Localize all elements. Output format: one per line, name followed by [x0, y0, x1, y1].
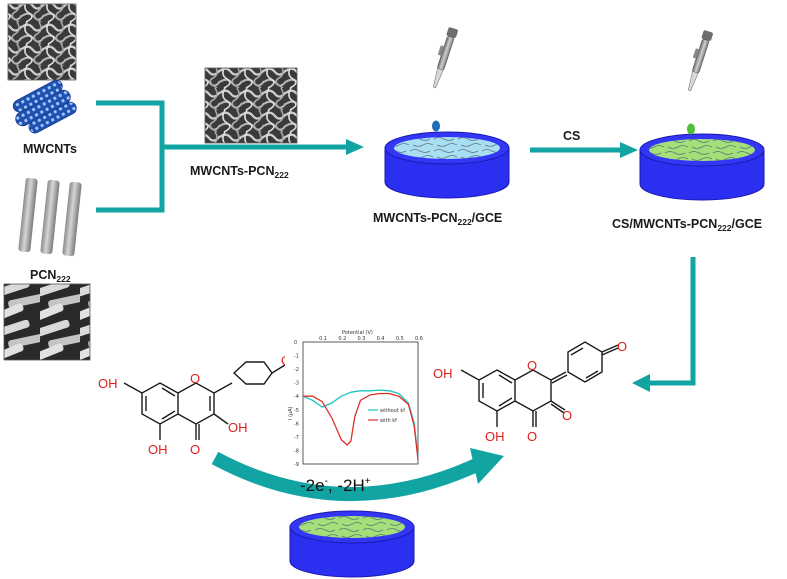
y-ticks: 0 -1 -2 -3 -4 -5 -6 -7 -8 -9 [294, 340, 299, 468]
legend-series-1: without kf [380, 408, 405, 414]
atom-o-keto-2: O [527, 429, 537, 444]
y-tick-label: -1 [294, 354, 299, 360]
sem-image-mwcnts [7, 3, 77, 81]
atom-oh-6: OH [485, 429, 505, 444]
atom-oh-3: OH [228, 420, 248, 435]
reaction-arrow-head [470, 448, 504, 484]
atom-oh-5: OH [433, 366, 453, 381]
y-axis-label: I (μA) [288, 406, 294, 420]
y-tick-label: -5 [294, 408, 299, 414]
series-line-2 [303, 392, 419, 460]
label-cs: CS [563, 129, 580, 143]
y-tick-label: -8 [294, 448, 299, 454]
atom-o-keto-3: O [562, 408, 572, 423]
sem-image-composite [204, 67, 298, 144]
drop-blue [432, 120, 440, 132]
atom-o-ring-2: O [527, 358, 537, 373]
nanotube-icon [12, 79, 77, 134]
x-tick-label: 0.1 [319, 336, 327, 342]
pipette-icon-1 [427, 25, 459, 90]
connector-arrows [96, 100, 696, 386]
series-line-1 [302, 389, 419, 458]
sem-image-pcn [3, 283, 91, 361]
atom-oh-4: OH [148, 442, 168, 457]
x-tick-label: 0.3 [358, 336, 366, 342]
reaction-arrow [211, 451, 487, 501]
pipette-icon-2 [682, 28, 714, 93]
legend: without kf with kf [368, 408, 405, 424]
y-tick-label: 0 [294, 340, 297, 346]
x-ticks: 0.1 0.2 0.3 0.4 0.5 0.6 [319, 336, 423, 342]
x-tick-label: 0.4 [377, 336, 385, 342]
electrode-icon-2 [639, 133, 765, 201]
label-electrode-1: MWCNTs-PCN222/GCE [373, 211, 502, 227]
y-tick-label: -7 [294, 435, 299, 441]
electrode-icon-1 [384, 131, 510, 199]
y-tick-label: -6 [294, 421, 299, 427]
atom-o-ring: O [190, 371, 200, 386]
atom-oh-1: OH [98, 376, 118, 391]
atom-o-quinone: O [617, 339, 627, 354]
nanorod-icon [18, 177, 82, 257]
reaction-label: -2e-, -2H+ [300, 476, 371, 495]
atom-o-keto: O [190, 442, 200, 457]
drop-green [687, 123, 695, 135]
label-pcn: PCN222 [30, 268, 71, 284]
x-tick-label: 0.6 [415, 336, 423, 342]
product-structure [460, 341, 619, 427]
x-axis-label: Potential (V) [342, 330, 373, 336]
plot-frame [302, 341, 419, 465]
series-lines [302, 389, 419, 460]
x-tick-label: 0.2 [338, 336, 346, 342]
x-tick-label: 0.5 [396, 336, 404, 342]
y-tick-label: -2 [294, 367, 299, 373]
electrode-icon-3 [289, 510, 415, 578]
label-composite: MWCNTs-PCN222 [190, 164, 289, 180]
label-mwcnts: MWCNTs [23, 142, 77, 156]
label-electrode-2: CS/MWCNTs-PCN222/GCE [612, 217, 762, 233]
arrow-heads [346, 139, 650, 392]
kaempferol-structure [123, 361, 286, 440]
y-tick-label: -3 [294, 381, 299, 387]
legend-series-2: with kf [380, 418, 397, 424]
y-tick-label: -9 [294, 462, 299, 468]
y-tick-label: -4 [294, 394, 299, 400]
